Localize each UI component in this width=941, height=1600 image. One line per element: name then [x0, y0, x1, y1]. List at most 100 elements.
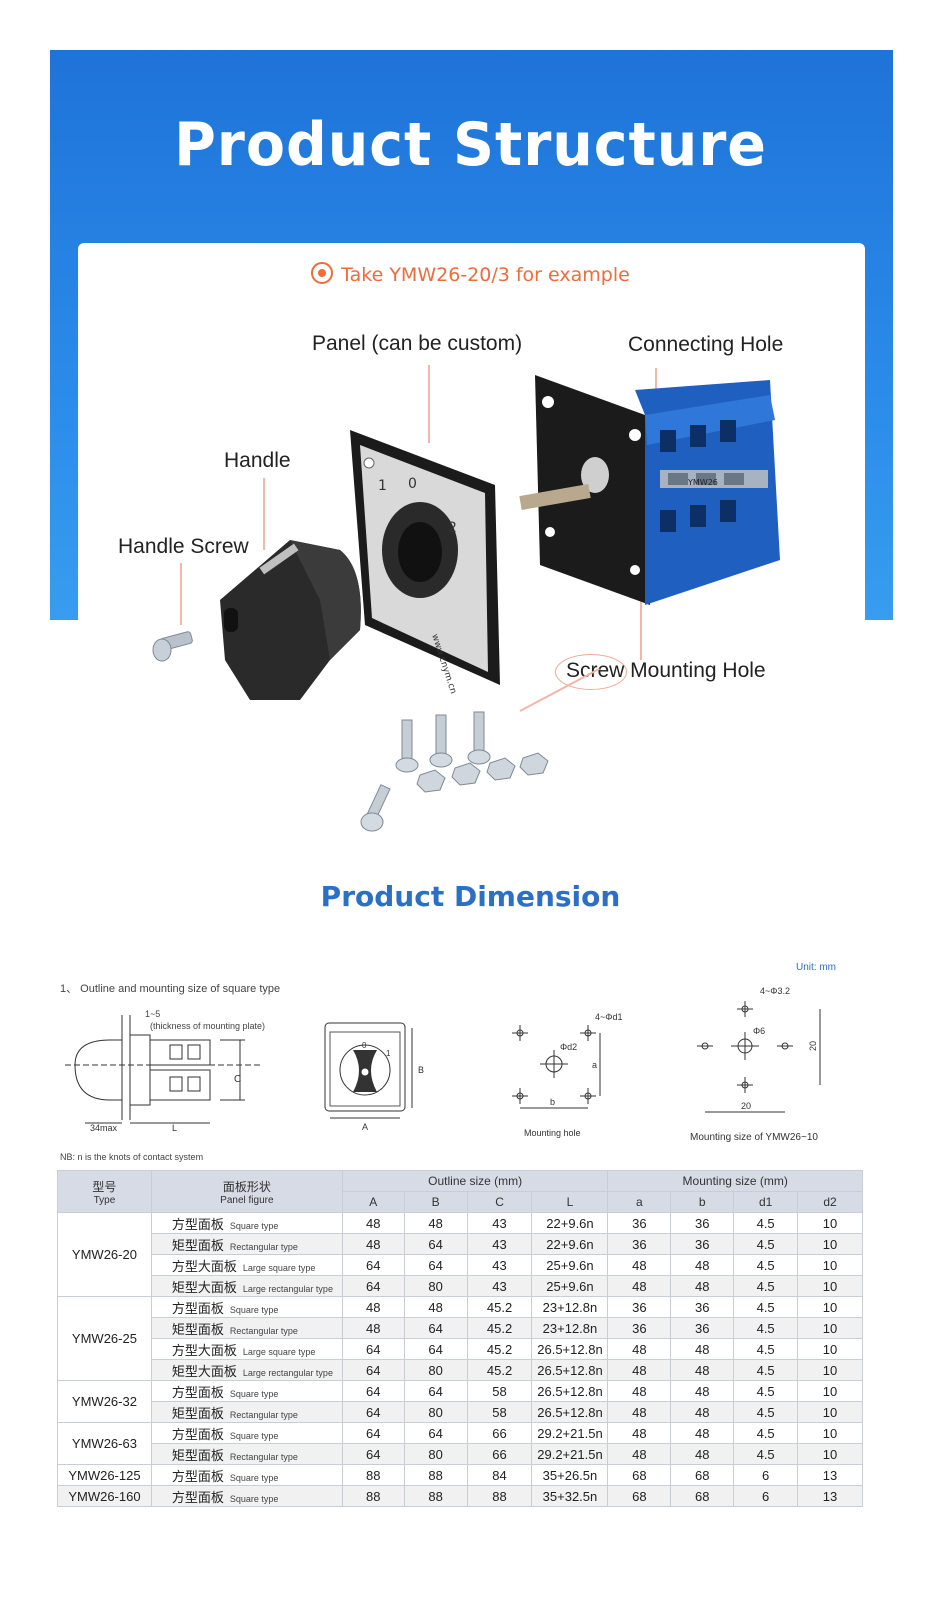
panel-cn: 矩型大面板 — [171, 1279, 237, 1295]
value-cell: 48 — [670, 1254, 735, 1276]
value-cell: 26.5+12.8n — [531, 1401, 609, 1423]
value-cell: 48 — [607, 1443, 672, 1465]
panel-cn: 矩型面板 — [171, 1405, 224, 1421]
value-cell: 45.2 — [466, 1338, 533, 1360]
panel-cell: 矩型面板 Rectangular type — [150, 1233, 343, 1255]
value-cell: 48 — [607, 1359, 672, 1381]
header-col-A: A — [341, 1191, 405, 1213]
switch-body-icon: YMW26 — [519, 375, 780, 605]
callout-connecting-hole: Connecting Hole — [628, 333, 784, 356]
value-cell: 10 — [797, 1443, 863, 1465]
target-icon — [311, 262, 334, 284]
header-panel-cn: 面板形状 — [222, 1179, 271, 1194]
panel-cn: 矩型面板 — [171, 1447, 224, 1463]
dim-b-label: B — [418, 1065, 424, 1075]
center-6-label: Φ6 — [753, 1026, 765, 1036]
type-cell: YMW26-125 — [57, 1464, 152, 1486]
side-view-drawing: 1~5 (thickness of mounting plate) C 34ma… — [65, 1009, 265, 1133]
value-cell: 36 — [607, 1296, 672, 1318]
value-cell: 48 — [670, 1338, 735, 1360]
panel-cn: 方型大面板 — [171, 1258, 237, 1274]
value-cell: 43 — [466, 1275, 533, 1297]
dim-b-small-label: b — [550, 1097, 555, 1107]
panel-cell: 矩型面板 Rectangular type — [150, 1401, 343, 1423]
value-cell: 64 — [341, 1401, 405, 1423]
value-cell: 4.5 — [733, 1212, 799, 1234]
callout-handle: Handle — [224, 449, 291, 472]
value-cell: 13 — [797, 1485, 863, 1507]
value-cell: 64 — [341, 1275, 405, 1297]
type-cell: YMW26-160 — [57, 1485, 152, 1507]
value-cell: 48 — [341, 1233, 405, 1255]
panel-cn: 方型大面板 — [171, 1342, 237, 1358]
ymw26-10-drawing: 4~Φ3.2 Φ6 20 20 Mounting size of YMW26~1… — [690, 986, 821, 1143]
panel-en: Rectangular type — [229, 1241, 298, 1252]
callout-handle-screw: Handle Screw — [118, 535, 249, 558]
header-type-en: Type — [93, 1194, 116, 1206]
value-cell: 10 — [797, 1338, 863, 1360]
value-cell: 13 — [797, 1464, 863, 1486]
header-col-L: L — [531, 1191, 609, 1213]
value-cell: 4.5 — [733, 1233, 799, 1255]
value-cell: 10 — [797, 1317, 863, 1339]
value-cell: 66 — [466, 1422, 533, 1444]
leader-line-panel — [428, 365, 430, 443]
value-cell: 68 — [607, 1464, 672, 1486]
value-cell: 10 — [797, 1275, 863, 1297]
value-cell: 64 — [403, 1338, 468, 1360]
value-cell: 4.5 — [733, 1275, 799, 1297]
panel-en: Large rectangular type — [242, 1283, 333, 1294]
ymw26-10-caption: Mounting size of YMW26~10 — [690, 1132, 818, 1143]
value-cell: 10 — [797, 1212, 863, 1234]
value-cell: 45.2 — [466, 1317, 533, 1339]
value-cell: 43 — [466, 1233, 533, 1255]
value-cell: 23+12.8n — [531, 1296, 609, 1318]
plate-note: (thickness of mounting plate) — [150, 1021, 265, 1031]
value-cell: 45.2 — [466, 1296, 533, 1318]
panel-en: Large square type — [242, 1262, 316, 1273]
value-cell: 6 — [733, 1464, 799, 1486]
value-cell: 29.2+21.5n — [531, 1422, 609, 1444]
panel-cn: 矩型面板 — [171, 1321, 224, 1337]
value-cell: 48 — [341, 1212, 405, 1234]
dim-20-vertical-label: 20 — [808, 1041, 818, 1051]
value-cell: 10 — [797, 1296, 863, 1318]
panel-en: Square type — [229, 1388, 279, 1399]
value-cell: 64 — [341, 1380, 405, 1402]
value-cell: 64 — [341, 1422, 405, 1444]
panel-en: Square type — [229, 1430, 279, 1441]
panel-en: Rectangular type — [229, 1409, 298, 1420]
value-cell: 26.5+12.8n — [531, 1338, 609, 1360]
panel-cell: 方型大面板 Large square type — [150, 1254, 343, 1276]
value-cell: 88 — [403, 1485, 468, 1507]
unit-label: Unit: mm — [796, 962, 836, 973]
value-cell: 58 — [466, 1401, 533, 1423]
panel-en: Square type — [229, 1472, 279, 1483]
value-cell: 64 — [403, 1254, 468, 1276]
knots-note: NB: n is the knots of contact system — [60, 1152, 204, 1162]
panel-cn: 矩型大面板 — [171, 1363, 237, 1379]
dimension-title: Product Dimension — [320, 880, 621, 913]
screws-nuts-icon — [360, 711, 549, 832]
panel-cn: 方型面板 — [171, 1489, 224, 1505]
value-cell: 36 — [670, 1296, 735, 1318]
value-cell: 35+32.5n — [531, 1485, 609, 1507]
panel-icon: 1 0 2 www.cnym.cn — [350, 430, 500, 695]
value-cell: 36 — [607, 1317, 672, 1339]
value-cell: 4.5 — [733, 1296, 799, 1318]
value-cell: 48 — [607, 1338, 672, 1360]
value-cell: 48 — [670, 1443, 735, 1465]
panel-cn: 矩型面板 — [171, 1237, 224, 1253]
value-cell: 80 — [403, 1401, 468, 1423]
